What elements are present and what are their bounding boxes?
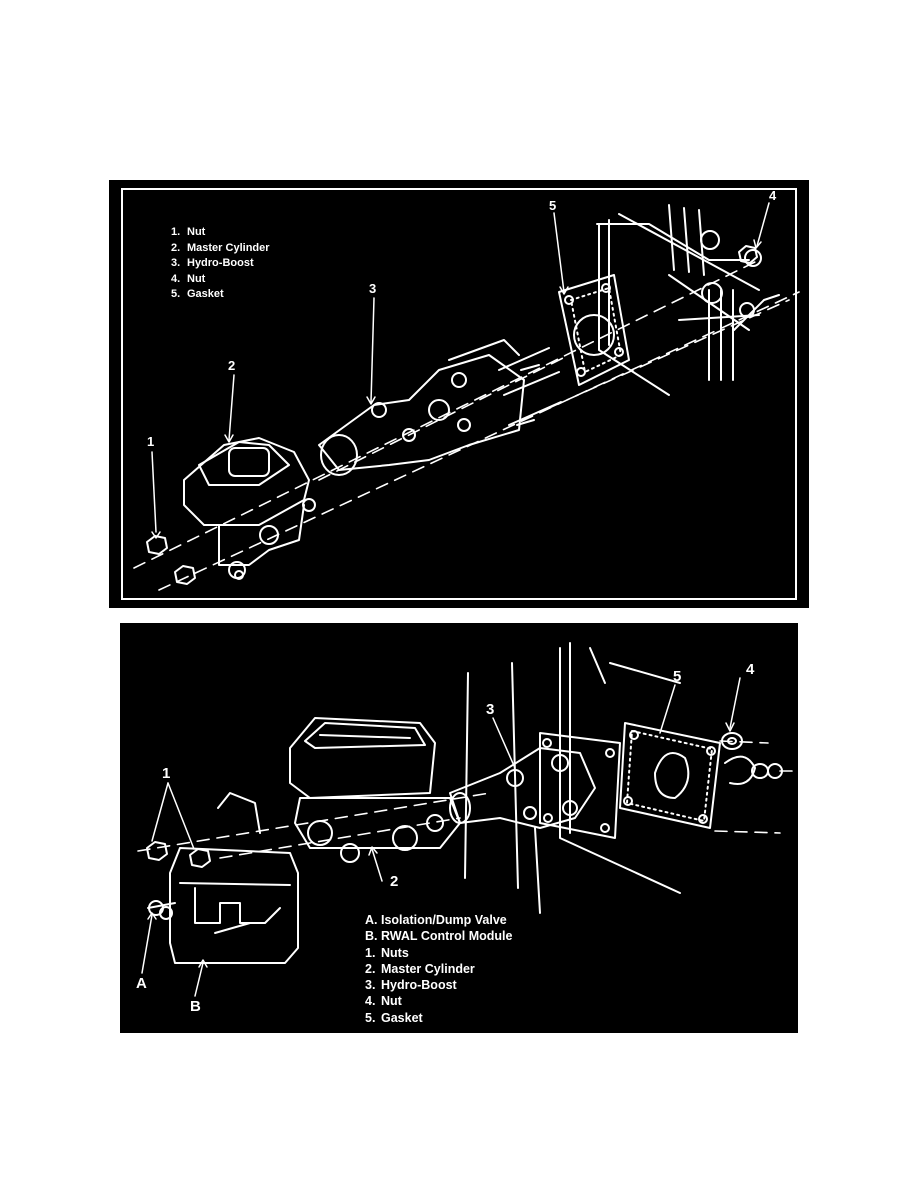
- nuts-1-drawing: [146, 841, 211, 868]
- callout-a: A: [136, 975, 147, 992]
- diagram-hydro-boost-master-cylinder: 1.Nut 2.Master Cylinder 3.Hydro-Boost 4.…: [109, 180, 809, 608]
- diagram-hydro-boost-rwal: A.Isolation/Dump Valve B.RWAL Control Mo…: [120, 623, 798, 1033]
- legend-item: 3.Hydro-Boost: [171, 257, 254, 269]
- rwal-module-drawing: [169, 847, 299, 964]
- exploded-view-drawing-1: [133, 202, 800, 591]
- figure-frame: [121, 188, 797, 600]
- leader-lines: [141, 677, 741, 997]
- isolation-dump-valve-drawing: [147, 900, 176, 920]
- callout-b: B: [190, 998, 201, 1015]
- nut-4-drawing: [738, 245, 758, 264]
- legend-item: A.Isolation/Dump Valve: [365, 913, 507, 927]
- legend-item: 1.Nuts: [365, 945, 409, 960]
- callout-2: 2: [390, 873, 399, 890]
- exploded-view-drawing-2: [137, 642, 793, 997]
- callout-2: 2: [228, 358, 236, 373]
- legend-item: 5.Gasket: [171, 288, 224, 300]
- legend-item: 3.Hydro-Boost: [365, 978, 457, 993]
- master-cylinder-drawing: [217, 717, 461, 863]
- legend-item: B.RWAL Control Module: [365, 929, 513, 944]
- callout-3: 3: [369, 281, 377, 296]
- callout-5: 5: [673, 668, 682, 685]
- gasket-drawing: [558, 274, 630, 386]
- callout-1: 1: [162, 765, 171, 782]
- legend-item: 2.Master Cylinder: [171, 241, 270, 254]
- legend-item: 1.Nut: [171, 226, 206, 238]
- nut-4-drawing: [721, 732, 783, 779]
- parts-legend: 1.Nut 2.Master Cylinder 3.Hydro-Boost 4.…: [171, 225, 270, 303]
- gasket-drawing: [619, 722, 756, 829]
- legend-item: 2.Master Cylinder: [365, 961, 475, 976]
- firewall-panel: [464, 642, 681, 914]
- master-cylinder-drawing: [183, 437, 316, 580]
- firewall-bracket: [596, 204, 780, 396]
- leader-lines: [151, 202, 770, 539]
- callout-5: 5: [549, 198, 557, 213]
- hydro-boost-drawing: [318, 339, 562, 476]
- alignment-lines: [133, 259, 800, 591]
- legend-item: 4.Nut: [365, 994, 402, 1009]
- legend-item: 5.Gasket: [365, 1010, 423, 1025]
- alignment-lines: [137, 740, 793, 859]
- legend-item: 4.Nut: [171, 272, 206, 285]
- callout-4: 4: [746, 661, 755, 678]
- callout-4: 4: [769, 188, 777, 203]
- parts-legend: A.Isolation/Dump Valve B.RWAL Control Mo…: [365, 912, 512, 1026]
- callout-3: 3: [486, 701, 495, 718]
- callout-1: 1: [147, 434, 155, 449]
- hydro-boost-drawing: [449, 732, 621, 839]
